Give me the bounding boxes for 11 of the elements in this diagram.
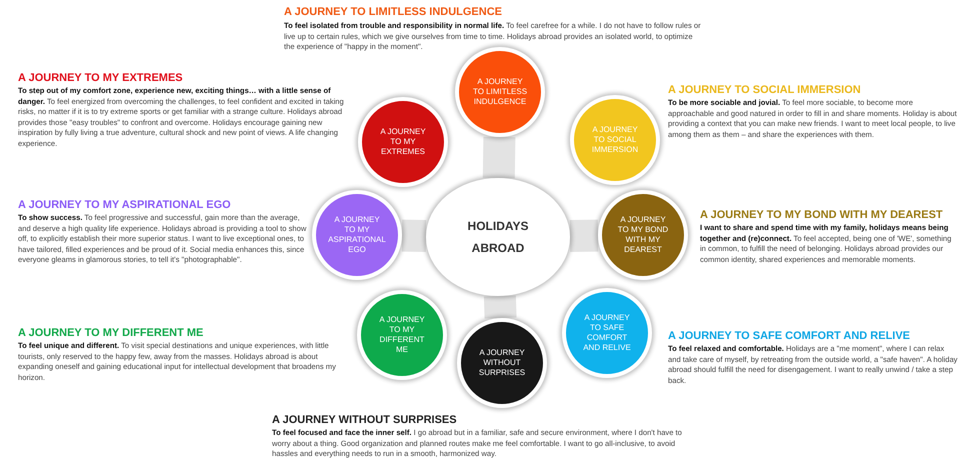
section-heading: A JOURNEY WITHOUT SURPRISES [272, 414, 457, 427]
section-heading: A JOURNEY TO MY DIFFERENT ME [18, 327, 204, 340]
section-heading: A JOURNEY TO SAFE COMFORT AND RELIVE [668, 330, 910, 343]
connector-bar [484, 295, 517, 319]
section-heading: A JOURNEY TO LIMITLESS INDULGENCE [284, 6, 502, 19]
connector-bar [482, 136, 516, 178]
section-heading: A JOURNEY TO MY EXTREMES [18, 72, 183, 85]
section-heading: A JOURNEY TO SOCIAL IMMERSION [668, 84, 861, 97]
section-heading: A JOURNEY TO MY ASPIRATIONAL EGO [18, 199, 231, 212]
section-heading: A JOURNEY TO MY BOND WITH MY DEAREST [700, 209, 943, 222]
connector-bar [402, 220, 426, 252]
